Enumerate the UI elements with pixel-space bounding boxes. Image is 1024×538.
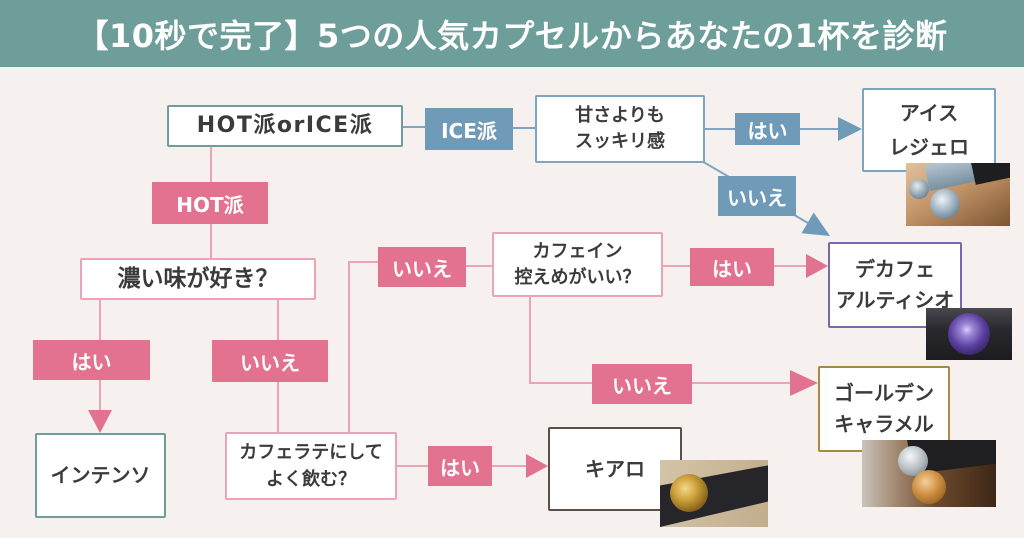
answer-tag-yes: はい	[33, 340, 150, 380]
connector-latte-to-no	[348, 261, 378, 432]
result-ice-leggero: アイス レジェロ	[862, 88, 996, 172]
answer-label: ICE派	[441, 118, 497, 143]
question-refreshing-over-sweet: 甘さよりも スッキリ感	[535, 95, 705, 163]
answer-tag-yes: はい	[735, 113, 800, 145]
capsule-silver-blue	[909, 179, 929, 199]
title-bar: 【10秒で完了】5つの人気カプセルからあなたの1杯を診断	[0, 0, 1024, 67]
result-decaf-altissio: デカフェ アルティシオ	[828, 242, 962, 328]
arrowhead-to-golden-caramel	[790, 370, 818, 396]
answer-tag-ice: ICE派	[425, 108, 513, 150]
answer-label: はい	[71, 349, 112, 374]
ice-path-arrowheads	[801, 117, 862, 236]
answer-tag-hot: HOT派	[152, 182, 268, 224]
arrowhead-to-decaf	[806, 254, 828, 278]
question-text-line: 甘さよりも	[575, 105, 665, 127]
hot-path-connectors	[99, 147, 808, 467]
answer-tag-yes: はい	[428, 446, 492, 486]
question-strong-taste: 濃い味が好き？	[80, 258, 316, 300]
result-name-line: キャラメル	[834, 412, 934, 436]
question-text-line: カフェイン	[532, 240, 623, 262]
capsule-silver-blue	[930, 189, 960, 219]
question-text: HOT派orICE派	[196, 113, 374, 139]
result-name: キアロ	[585, 456, 645, 481]
answer-label: いいえ	[240, 350, 300, 375]
connector-caffeine-to-no	[529, 297, 592, 384]
result-name-line: デカフェ	[855, 257, 935, 281]
answer-label: いいえ	[727, 185, 787, 210]
answer-tag-no: いいえ	[592, 364, 692, 404]
result-name-line: アイス	[899, 101, 959, 125]
question-hot-or-ice: HOT派orICE派	[167, 105, 403, 147]
result-chiaro: キアロ	[548, 427, 682, 511]
page-title: 【10秒で完了】5つの人気カプセルからあなたの1杯を診断	[76, 16, 948, 55]
answer-label: はい	[440, 455, 480, 480]
question-text-line: スッキリ感	[575, 131, 665, 152]
packaging-box	[969, 163, 1010, 185]
question-low-caffeine: カフェイン 控えめがいい？	[492, 232, 663, 297]
result-intenso: インテンソ	[35, 433, 166, 518]
answer-label: HOT派	[176, 192, 244, 217]
capsule-gold	[912, 470, 946, 504]
question-text-line: カフェラテにして	[239, 442, 383, 463]
capsule-photo-ice-leggero	[906, 163, 1010, 226]
capsule-purple	[948, 313, 990, 355]
answer-label: はい	[712, 256, 752, 281]
result-golden-caramel: ゴールデン キャラメル	[818, 366, 950, 452]
result-name: インテンソ	[50, 463, 151, 487]
question-text: 濃い味が好き？	[117, 265, 279, 292]
answer-tag-yes: はい	[690, 248, 774, 286]
answer-tag-no: いいえ	[212, 340, 328, 382]
answer-label: いいえ	[612, 373, 672, 398]
arrowhead-to-ice-leggero	[838, 117, 862, 141]
arrowhead-to-intenso	[88, 410, 112, 433]
answer-label: はい	[747, 118, 788, 143]
hot-path-arrowheads	[88, 254, 828, 478]
result-name-line: レジェロ	[889, 135, 969, 159]
answer-label: いいえ	[392, 256, 452, 281]
arrowhead-to-decaf-from-ice	[801, 212, 830, 236]
capsule-photo-chiaro	[660, 460, 768, 527]
result-name-line: ゴールデン	[834, 381, 934, 405]
capsule-gold	[670, 474, 708, 512]
question-text-line: よく飲む？	[266, 469, 356, 490]
arrowhead-to-chiaro	[526, 454, 548, 478]
answer-tag-no: いいえ	[378, 247, 466, 287]
question-cafe-latte: カフェラテにして よく飲む？	[225, 432, 397, 500]
answer-tag-no: いいえ	[718, 176, 796, 216]
capsule-photo-decaf-altissio	[926, 308, 1012, 360]
question-text-line: 控えめがいい？	[514, 266, 641, 288]
capsule-photo-golden-caramel	[862, 440, 996, 507]
